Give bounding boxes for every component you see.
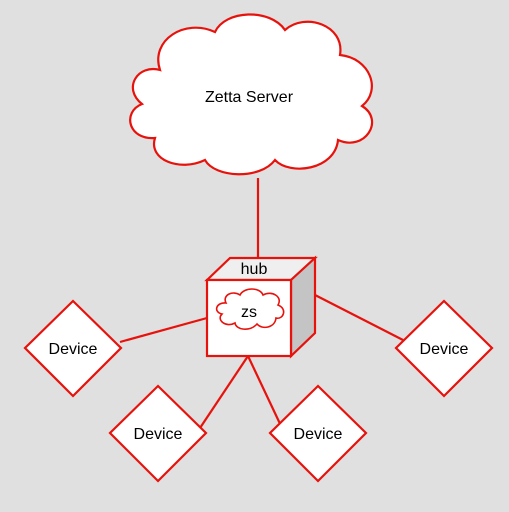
device-right-label: Device — [420, 341, 469, 358]
device-left-label: Device — [49, 341, 98, 358]
device-right: Device — [394, 299, 494, 398]
device-bottom-right: Device — [268, 384, 368, 483]
hub-inner-label: zs — [241, 304, 257, 321]
device-bottom-left: Device — [108, 384, 208, 483]
connector-hub-device-bottom-left — [199, 355, 249, 429]
server-cloud-shape — [129, 13, 374, 176]
device-right-diamond — [394, 299, 494, 398]
device-bottom-right-label: Device — [294, 426, 343, 443]
hub-label: hub — [241, 261, 268, 278]
connector-hub-device-bottom-right — [247, 355, 283, 429]
device-bottom-left-label: Device — [134, 426, 183, 443]
device-bottom-left-diamond — [108, 384, 208, 483]
hub-inner-cloud — [215, 288, 285, 330]
device-left: Device — [23, 299, 123, 398]
device-left-diamond — [23, 299, 123, 398]
connector-hub-device-right — [314, 294, 404, 341]
connector-hub-device-left — [119, 316, 208, 344]
device-bottom-right-diamond — [268, 384, 368, 483]
server-label: Zetta Server — [205, 89, 294, 106]
